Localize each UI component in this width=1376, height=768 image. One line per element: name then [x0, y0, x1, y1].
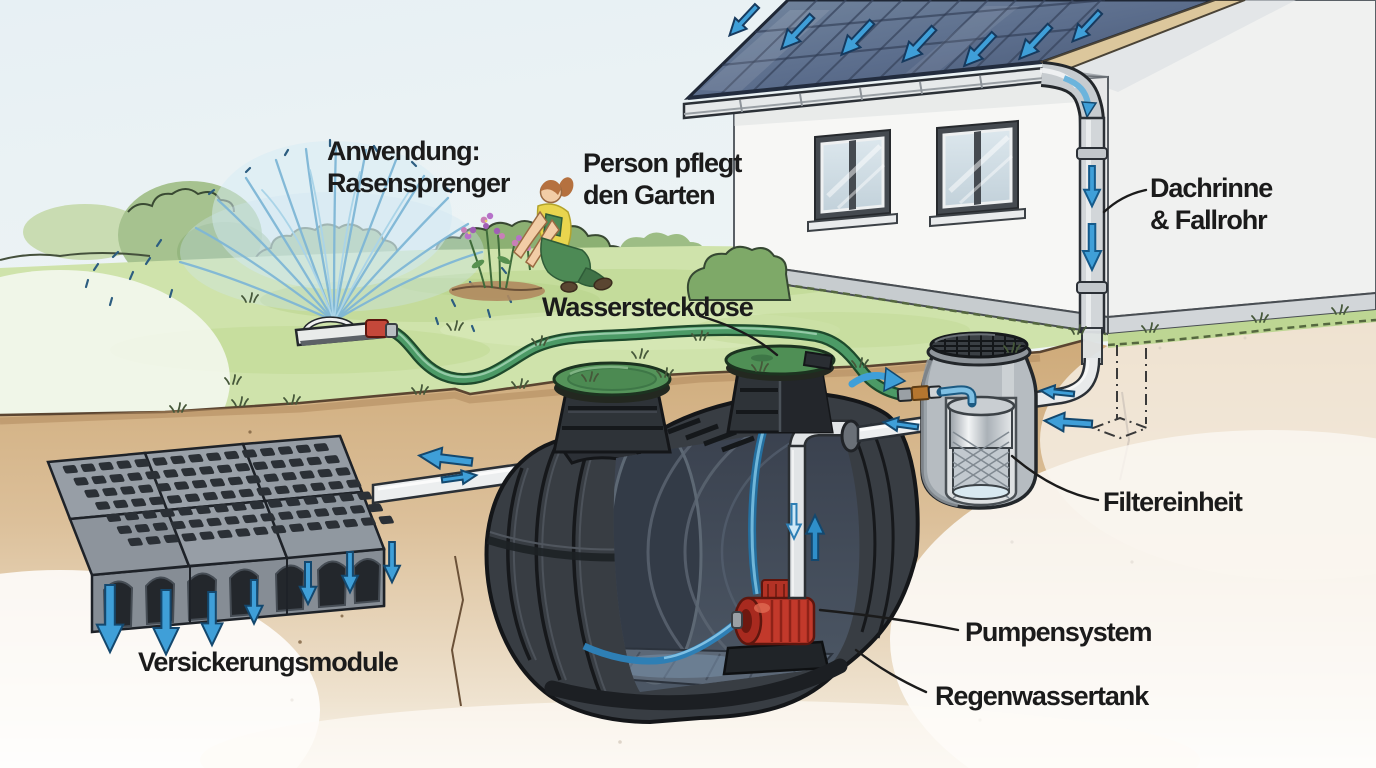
rainwater-tank [484, 344, 920, 725]
flower-bed [449, 212, 545, 301]
label-pump: Pumpensystem [965, 617, 1151, 647]
sprinkler [294, 316, 398, 347]
leader-gutter [1102, 188, 1148, 214]
soil-crack [450, 555, 465, 707]
pump-floor-hose [582, 619, 740, 665]
garden-hose [376, 321, 904, 400]
access-shaft-right [724, 344, 836, 434]
water-socket-notch [802, 350, 834, 371]
filter-cartridge [946, 395, 1016, 500]
module-slots [62, 443, 394, 547]
person-boot [593, 277, 613, 291]
leader-pump [818, 608, 960, 632]
label-person-line1: Person pflegt [583, 148, 742, 178]
person-arm [513, 210, 548, 260]
label-filter: Filtereinheit [1103, 487, 1243, 517]
plinth-gable [1107, 291, 1376, 336]
labels: Anwendung: Rasensprenger Person pflegt d… [138, 136, 1274, 711]
inflow-pipe [1022, 327, 1103, 435]
socket-flow-arrow [848, 366, 907, 393]
brass-fitting [910, 385, 931, 402]
window-sill [929, 207, 1026, 228]
label-application-line1: Anwendung: [327, 136, 479, 166]
label-application-line2: Rasensprenger [327, 168, 511, 198]
pipe-collar [1076, 281, 1108, 294]
foundation-outline [1090, 345, 1150, 440]
corner-bush [686, 245, 792, 301]
leader-lines [698, 188, 1148, 694]
house [682, 0, 1376, 348]
label-tank: Regenwassertank [935, 681, 1150, 711]
label-gutter-line2: & Fallrohr [1150, 205, 1268, 235]
label-infiltration: Versickerungsmodule [138, 647, 399, 677]
person-gardening [513, 177, 613, 293]
filter-unit [920, 331, 1038, 510]
leader-filter [1010, 454, 1100, 502]
access-shaft-left [552, 361, 672, 454]
hose-connector [896, 385, 943, 403]
grass-strip-gable [1108, 310, 1376, 348]
leader-tank [854, 648, 928, 694]
filter-lid [929, 331, 1029, 359]
pipe-collar [1076, 147, 1108, 160]
spray-droplets [84, 138, 513, 333]
label-gutter-line1: Dachrinne [1150, 173, 1273, 203]
flowers [461, 212, 522, 247]
sprinkler-spray [84, 138, 513, 347]
window-right [929, 119, 1026, 228]
label-person-line2: den Garten [583, 180, 715, 210]
tank-top-ribs [667, 417, 755, 453]
person-boot [560, 281, 578, 293]
roof [683, 0, 1216, 100]
module-arches [102, 558, 382, 630]
window-left [807, 128, 898, 233]
sprinkler-connector [365, 319, 389, 338]
downpipe [1039, 61, 1108, 334]
label-water-socket: Wassersteckdose [542, 292, 754, 322]
leader-water-socket [698, 314, 779, 357]
infiltration-modules [46, 434, 401, 656]
window-sill [807, 212, 898, 233]
